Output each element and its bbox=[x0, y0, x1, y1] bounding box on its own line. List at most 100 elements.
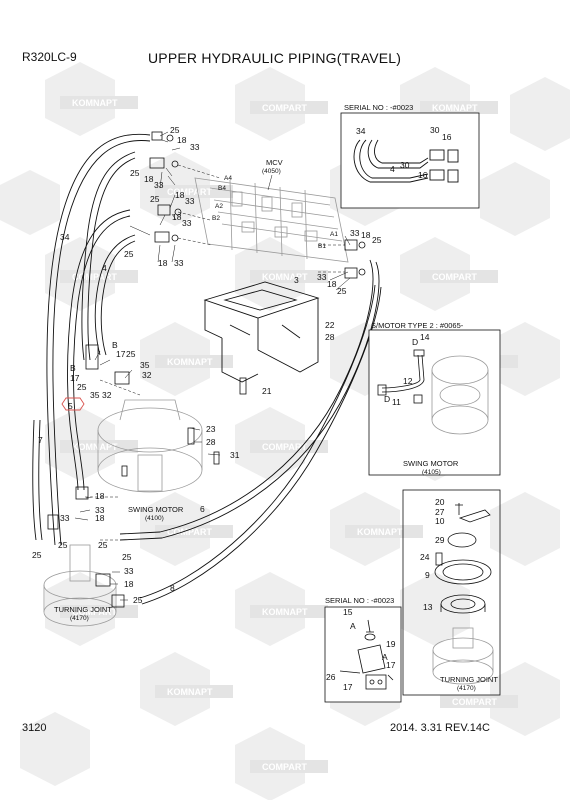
svg-text:KOMNAPT: KOMNAPT bbox=[167, 687, 213, 697]
callout: 33 bbox=[317, 272, 327, 282]
svg-text:KOMNAPT: KOMNAPT bbox=[167, 357, 213, 367]
callout: 30 bbox=[430, 125, 440, 135]
callout: 34 bbox=[356, 126, 366, 136]
callout: 4 bbox=[102, 263, 107, 273]
callout: 25 bbox=[337, 286, 347, 296]
callout: 17 bbox=[116, 349, 126, 359]
callout: 18 bbox=[124, 579, 134, 589]
callout: 28 bbox=[206, 437, 216, 447]
serial-bottom-inset bbox=[324, 606, 402, 703]
swing-motor-inset-label: SWING MOTOR bbox=[403, 459, 459, 468]
callout: 18 bbox=[158, 258, 168, 268]
callout: 25 bbox=[58, 540, 68, 550]
callout: 29 bbox=[435, 535, 445, 545]
swing-motor-inset-code: (4105) bbox=[422, 469, 441, 476]
callout: 26 bbox=[326, 672, 336, 682]
swing-motor-main bbox=[97, 399, 203, 493]
callout: 33 bbox=[60, 513, 70, 523]
leader-lines bbox=[74, 131, 351, 601]
callout: 27 bbox=[435, 507, 445, 517]
callout: 25 bbox=[126, 349, 136, 359]
mcv-label: MCV bbox=[266, 158, 283, 167]
callout: 18 bbox=[172, 212, 182, 222]
svg-text:COMPART: COMPART bbox=[432, 272, 477, 282]
callout: 33 bbox=[182, 218, 192, 228]
svg-text:COMPART: COMPART bbox=[72, 272, 117, 282]
smotor-type2-inset bbox=[368, 329, 501, 476]
callout: 18 bbox=[175, 190, 185, 200]
turning-joint-main-code: (4170) bbox=[70, 615, 89, 622]
right-column-parts bbox=[402, 489, 501, 696]
svg-text:COMPART: COMPART bbox=[262, 762, 307, 772]
callout: 23 bbox=[206, 424, 216, 434]
page-title: UPPER HYDRAULIC PIPING(TRAVEL) bbox=[148, 50, 402, 66]
right-column-callouts: 20 27 10 29 24 9 13 bbox=[420, 497, 445, 612]
revision-date: 2014. 3.31 REV.14C bbox=[390, 722, 490, 734]
callout: 14 bbox=[420, 332, 430, 342]
callout: 16 bbox=[442, 132, 452, 142]
svg-text:KOMNAPT: KOMNAPT bbox=[262, 607, 308, 617]
callout: 16 bbox=[418, 170, 428, 180]
callout: 33 bbox=[124, 566, 134, 576]
callout: 25 bbox=[133, 595, 143, 605]
callout-5-hexagon bbox=[61, 397, 85, 411]
callout: 33 bbox=[95, 505, 105, 515]
callout: 17 bbox=[343, 682, 353, 692]
callout: 25 bbox=[122, 552, 132, 562]
callout: 33 bbox=[185, 196, 195, 206]
callout: 15 bbox=[343, 607, 353, 617]
mcv-code: (4050) bbox=[262, 168, 281, 175]
svg-text:B2: B2 bbox=[212, 215, 220, 222]
svg-text:B4: B4 bbox=[218, 185, 226, 192]
callout: A bbox=[382, 652, 388, 662]
callout: 25 bbox=[150, 194, 160, 204]
callout: 11 bbox=[392, 397, 401, 407]
callout: 12 bbox=[403, 376, 413, 386]
callout: 30 bbox=[400, 160, 410, 170]
svg-text:COMPART: COMPART bbox=[72, 607, 117, 617]
callout: 18 bbox=[177, 135, 187, 145]
callout: 33 bbox=[350, 228, 360, 238]
model-label: R320LC-9 bbox=[22, 50, 77, 64]
mount-bracket bbox=[203, 281, 320, 383]
serial-top-inset bbox=[340, 112, 480, 209]
callout: 25 bbox=[124, 249, 134, 259]
callout: 18 bbox=[327, 279, 337, 289]
callout: 4 bbox=[390, 164, 395, 174]
svg-text:COMPART: COMPART bbox=[452, 697, 497, 707]
callout: D bbox=[412, 337, 418, 347]
callout: 35 bbox=[90, 390, 100, 400]
svg-text:COMPART: COMPART bbox=[167, 187, 212, 197]
turning-joint-inset-label: TURNING JOINT bbox=[440, 675, 498, 684]
callout: 24 bbox=[420, 552, 430, 562]
mcv-block bbox=[194, 177, 349, 263]
page-number: 3120 bbox=[22, 722, 47, 734]
svg-text:COMPART: COMPART bbox=[262, 103, 307, 113]
swing-motor-main-code: (4100) bbox=[145, 515, 164, 522]
serial-top-callouts: 34 30 16 4 30 16 bbox=[356, 125, 452, 180]
callout: 6 bbox=[200, 504, 205, 514]
serial-top-title: SERIAL NO : -#0023 bbox=[344, 103, 413, 112]
callout: 9 bbox=[425, 570, 430, 580]
smotor-type2-title: S/MOTOR TYPE 2 : #0065- bbox=[371, 321, 464, 330]
turning-joint-inset-code: (4170) bbox=[457, 685, 476, 692]
callout: 7 bbox=[38, 435, 43, 445]
callout: 20 bbox=[435, 497, 445, 507]
callout: 25 bbox=[372, 235, 382, 245]
callout: 35 bbox=[140, 360, 150, 370]
svg-text:A2: A2 bbox=[215, 203, 223, 210]
hose-lines bbox=[32, 133, 382, 605]
svg-text:KOMNAPT: KOMNAPT bbox=[262, 272, 308, 282]
svg-text:A1: A1 bbox=[330, 231, 338, 238]
callout: 18 bbox=[144, 174, 154, 184]
swing-motor-main-label: SWING MOTOR bbox=[128, 505, 184, 514]
serial-bottom-title: SERIAL NO : -#0023 bbox=[325, 596, 394, 605]
callout: 13 bbox=[423, 602, 433, 612]
svg-text:KOMNAPT: KOMNAPT bbox=[72, 98, 118, 108]
callout: 21 bbox=[262, 386, 272, 396]
callout: 18 bbox=[95, 491, 105, 501]
watermark-badges: KOMNAPT COMPART KOMNAPT COMPART KOMNAPT … bbox=[60, 96, 518, 773]
callout: 34 bbox=[60, 232, 70, 242]
callout: 8 bbox=[170, 583, 175, 593]
